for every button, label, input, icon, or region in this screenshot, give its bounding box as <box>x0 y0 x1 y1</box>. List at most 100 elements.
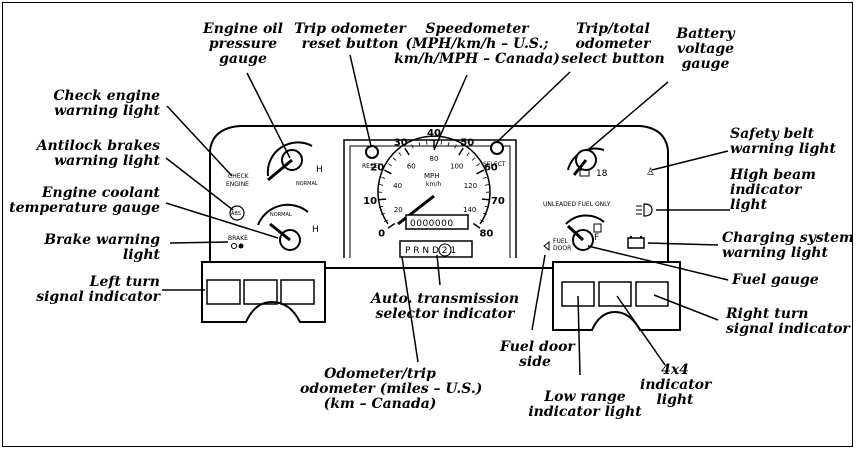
charging-system-battery-icon <box>627 236 645 249</box>
fuel-door-label-2: DOOR <box>553 245 571 252</box>
oil-h-label: H <box>316 165 323 175</box>
coolant-normal-label: NORMAL <box>270 212 292 218</box>
left-turn-indicator-lamp-2 <box>243 279 278 305</box>
speedometer-needle <box>397 194 435 226</box>
check-engine-label-2: ENGINE <box>226 181 249 188</box>
speedometer-tick <box>384 219 388 222</box>
brake-warning-light-dot <box>238 243 244 249</box>
speedometer-tick <box>482 212 487 215</box>
speedometer-tick <box>476 169 485 175</box>
four-by-four-indicator-lamp <box>598 281 632 307</box>
fuel-door-side-arrow-icon <box>543 240 550 252</box>
callout-battery-voltage-gauge: Battery voltage gauge <box>676 26 735 72</box>
cluster-housing <box>209 125 669 269</box>
callout-safety-belt-warning-light: Safety belt warning light <box>730 126 836 157</box>
kmh-tick-label: 120 <box>464 182 477 190</box>
brake-label: BRAKE <box>228 235 248 242</box>
callout-trip-odometer-reset-button: Trip odometer reset button <box>294 21 406 52</box>
kmh-tick-label: 20 <box>394 206 403 214</box>
left-turn-indicator-lamp-3 <box>280 279 315 305</box>
odometer-digits: 0000000 <box>410 219 454 229</box>
kmh-tick-label: 60 <box>407 163 416 171</box>
speedometer-tick <box>426 140 428 145</box>
trip-total-select-button[interactable] <box>490 141 504 155</box>
kmh-tick-label: 40 <box>393 182 402 190</box>
callout-brake-warning-light: Brake warning light <box>44 232 160 263</box>
high-beam-indicator-icon <box>636 203 653 217</box>
battery-voltage-gauge: 18 <box>567 147 608 179</box>
fuel-door-label: FUEL <box>553 238 569 245</box>
speedometer-tick <box>484 206 489 208</box>
callout-auto-transmission-selector-indicator: Auto. transmission selector indicator <box>370 291 520 322</box>
speedometer-bezel <box>343 139 517 258</box>
abs-label: ABS <box>231 211 241 217</box>
oil-normal-label: NORMAL <box>296 181 318 187</box>
speedometer-tick <box>404 147 410 156</box>
callout-4x4-indicator-light: 4x4 indicator light <box>640 362 712 408</box>
speedometer-tick <box>440 140 442 145</box>
prnd21-display <box>399 240 473 258</box>
speedometer-tick <box>388 163 392 167</box>
speedometer-tick <box>387 222 396 229</box>
callout-fuel-door-side: Fuel door side <box>500 339 575 370</box>
speedometer-tick <box>484 184 489 186</box>
mph-tick-label: 30 <box>394 137 408 148</box>
speedometer-tick <box>447 141 450 147</box>
speedometer-tick <box>472 222 481 229</box>
kmh-tick-label: 80 <box>430 155 439 163</box>
callout-speedometer: Speedometer (MPH/km/h – U.S.; km/h/MPH –… <box>394 21 560 67</box>
right-turn-signal-pod <box>552 261 681 331</box>
left-turn-signal-pod <box>201 261 326 323</box>
safety-belt-warning-icon: ♙ <box>646 167 655 178</box>
speedometer-tick <box>378 198 387 201</box>
speedometer-tick <box>466 152 470 156</box>
mph-tick-label: 0 <box>378 229 385 240</box>
abs-warning-light <box>229 205 245 221</box>
reset-label: RESET <box>362 163 382 170</box>
callout-high-beam-indicator-light: High beam indicator light <box>730 167 816 213</box>
kmh-label: km/h <box>426 181 441 188</box>
callout-trip-total-select-button: Trip/total odometer select button <box>561 21 665 67</box>
mph-tick-label: 60 <box>484 162 498 173</box>
speedometer-tick <box>381 176 386 179</box>
speedometer-tick <box>454 144 457 149</box>
speedometer-tick <box>383 169 392 175</box>
speedometer-kmh-labels: 20 40 60 80 100 120 140 <box>393 155 477 214</box>
kmh-tick-label: 140 <box>463 206 476 214</box>
select-label: SELECT <box>483 161 506 168</box>
mph-tick-label: 10 <box>363 196 377 207</box>
callout-odometer-trip-odometer: Odometer/trip odometer (miles – U.S.) (k… <box>300 366 483 412</box>
unleaded-fuel-only-label: UNLEADED FUEL ONLY <box>543 201 611 208</box>
speedometer-tick <box>476 163 480 167</box>
speedometer-tick <box>392 157 397 161</box>
left-turn-indicator-lamp-1 <box>206 279 241 305</box>
fuel-gauge: F FUEL DOOR <box>553 214 605 252</box>
callout-engine-coolant-temperature-gauge: Engine coolant temperature gauge <box>9 185 160 216</box>
callout-charging-system-warning-light: Charging system warning light <box>722 230 854 261</box>
speedometer-tick <box>381 212 386 215</box>
mph-tick-label: 80 <box>479 229 493 240</box>
callout-fuel-gauge: Fuel gauge <box>732 272 819 288</box>
right-turn-indicator-lamp <box>635 281 669 307</box>
kmh-tick-label: 100 <box>450 163 463 171</box>
speedometer-mph-labels: 0 10 20 30 40 50 60 70 80 <box>363 128 505 240</box>
callout-low-range-indicator-light: Low range indicator light <box>528 389 642 420</box>
mph-tick-label: 20 <box>370 162 384 173</box>
fuel-f-label: F <box>594 233 599 243</box>
mph-tick-label: 40 <box>427 128 441 139</box>
speedometer-tick <box>418 141 421 147</box>
mph-tick-label: 50 <box>460 137 474 148</box>
mph-tick-label: 70 <box>491 196 505 207</box>
speedometer-tick <box>398 152 402 156</box>
engine-oil-pressure-gauge: NORMAL H <box>266 141 323 187</box>
trip-odometer-reset-button[interactable] <box>365 145 379 159</box>
diagram-frame <box>2 2 853 447</box>
mph-label: MPH <box>424 172 440 180</box>
coolant-h-label: H <box>312 225 319 235</box>
callout-left-turn-signal-indicator: Left turn signal indicator <box>36 274 160 305</box>
speedometer-tick <box>482 176 487 179</box>
callout-leader-lines <box>162 54 730 376</box>
engine-coolant-temperature-gauge: NORMAL H <box>257 203 319 251</box>
